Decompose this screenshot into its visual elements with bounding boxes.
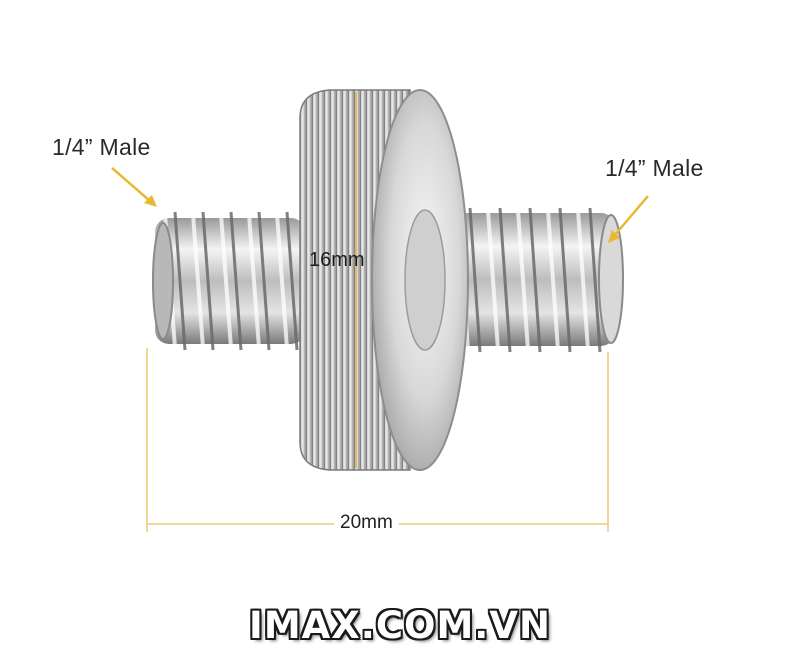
left-pointer-arrow xyxy=(111,167,157,207)
left-thread xyxy=(152,211,305,351)
total-length-label: 20mm xyxy=(334,512,399,534)
watermark-text: IMAX.COM.VN xyxy=(249,604,551,647)
knurled-knob xyxy=(299,89,469,471)
knob-diameter-label: 16mm xyxy=(309,249,365,271)
right-pointer-arrow xyxy=(608,195,649,243)
right-thread-label: 1/4” Male xyxy=(605,155,704,181)
left-thread-label: 1/4” Male xyxy=(52,134,151,160)
